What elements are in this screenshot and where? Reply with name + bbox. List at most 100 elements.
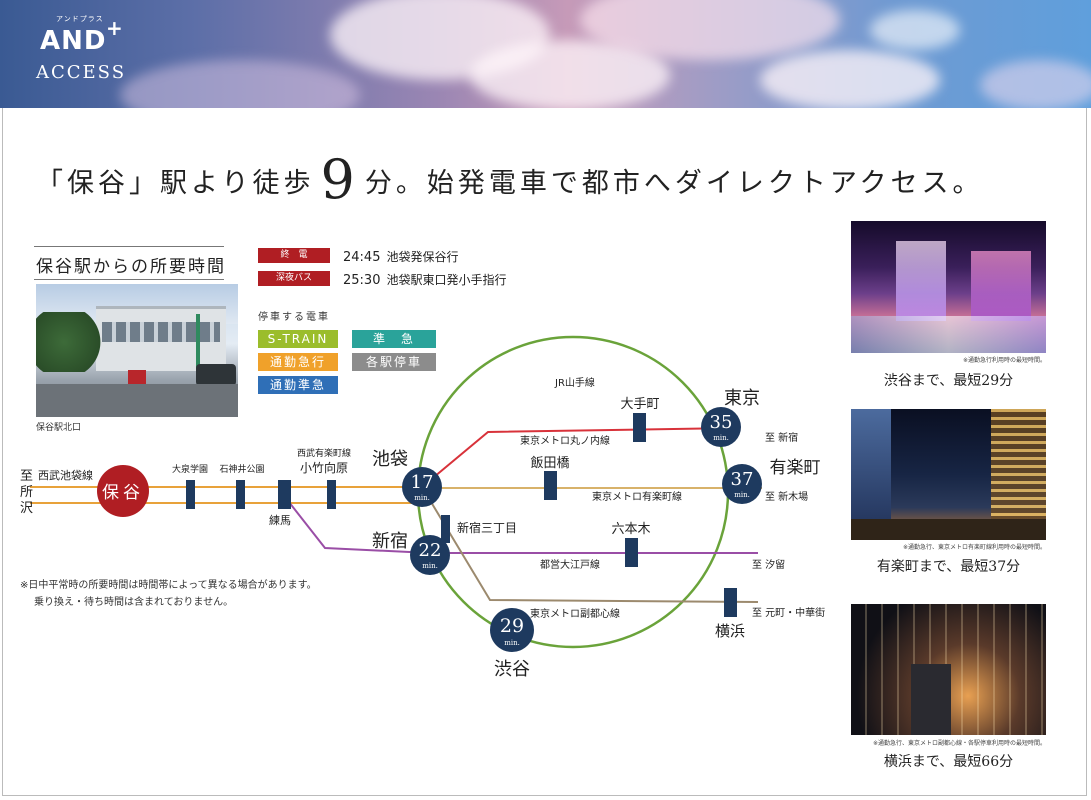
- station-bar-oizumi: [186, 480, 195, 509]
- hub-ikebukuro-circle: [402, 467, 442, 507]
- fukutoshin-dest: 至 元町・中華街: [752, 606, 825, 619]
- hub-tokyo-name: 東京: [724, 388, 760, 409]
- origin-label: 保谷: [102, 483, 144, 503]
- oedo-line: [284, 496, 758, 554]
- station-yokohama: 横浜: [715, 622, 745, 640]
- hub-shibuya: 29 min. 渋谷: [490, 608, 534, 680]
- legend-commuter-semi-express: 通勤準急: [258, 376, 338, 394]
- hub-yurakucho: 37 min. 有楽町: [722, 458, 821, 504]
- hub-ikebukuro: 17 min. 池袋: [372, 449, 442, 507]
- logo-plus: +: [106, 16, 123, 40]
- yokohama-photo: [851, 604, 1046, 735]
- hub-ikebukuro-unit: min.: [414, 494, 430, 502]
- station-bar-shakujii: [236, 480, 245, 509]
- yamanote-label: JR山手線: [554, 376, 595, 389]
- title-rule-top: [34, 246, 224, 247]
- station-bar-shinjuku3: [441, 515, 450, 543]
- shibuya-photo: [851, 221, 1046, 353]
- photo-caption: 保谷駅北口: [36, 423, 82, 433]
- hub-tokyo-circle: [701, 407, 741, 447]
- hub-shinjuku-circle: [410, 535, 450, 575]
- yokohama-caption: 横浜まで、最短66分: [883, 754, 1014, 770]
- hub-tokyo-minutes: 35: [710, 412, 733, 433]
- title-rule-bottom: [34, 279, 224, 280]
- yurakucho-caption: 有楽町まで、最短37分: [876, 559, 1021, 575]
- marunouchi-line: [421, 427, 736, 488]
- station-shakujii: 石神井公園: [219, 463, 264, 475]
- marunouchi-dest: 至 新宿: [765, 431, 798, 444]
- station-photo: [36, 284, 238, 417]
- yurakucho-photo: [851, 409, 1046, 540]
- legend-s-train: S-TRAIN: [258, 330, 338, 348]
- legend-semi-express: 準 急: [352, 330, 436, 348]
- last-train-time: 24:45: [343, 250, 381, 265]
- fukutoshin-line: [421, 486, 759, 603]
- hub-yurakucho-circle: [722, 464, 762, 504]
- kotake-line-label: 西武有楽町線: [297, 447, 351, 459]
- last-train-tag: 終 電: [258, 248, 330, 263]
- station-bar-kotake: [327, 480, 336, 509]
- seibu-line-label: 西武池袋線: [38, 468, 93, 482]
- hub-yurakucho-unit: min.: [734, 491, 750, 499]
- hub-shibuya-minutes: 29: [500, 615, 524, 637]
- hub-yurakucho-minutes: 37: [731, 469, 754, 490]
- shibuya-note: ※通勤急行利用時の最短時間。: [962, 357, 1046, 364]
- oedo-dest: 至 汐留: [752, 558, 785, 571]
- header-banner: アンドプラス AND + ACCESS: [0, 0, 1091, 108]
- yurakucho-note: ※通勤急行、東京メトロ有楽町線利用時の最短時間。: [902, 544, 1046, 551]
- hub-shibuya-name: 渋谷: [494, 659, 530, 680]
- travel-title: 保谷駅からの所要時間: [36, 257, 226, 277]
- hub-ikebukuro-name: 池袋: [372, 449, 408, 470]
- legend-title: 停車する電車: [258, 312, 330, 323]
- yurakucho-dest: 至 新木場: [765, 490, 808, 503]
- hub-shibuya-unit: min.: [504, 639, 520, 647]
- hub-tokyo: 35 min. 東京: [701, 388, 760, 447]
- logo: AND: [40, 26, 107, 56]
- station-bar-otemachi: [633, 413, 646, 442]
- station-bar-nerima: [278, 480, 291, 509]
- shibuya-caption: 渋谷まで、最短29分: [883, 373, 1014, 389]
- hub-shibuya-circle: [490, 608, 534, 652]
- oedo-line-label: 都営大江戸線: [540, 558, 600, 571]
- late-bus-desc: 池袋駅東口発小手指行: [386, 273, 507, 287]
- note-line-1: ※日中平常時の所要時間は時間帯によって異なる場合があります。: [20, 580, 317, 591]
- yurakucho-line-label: 東京メトロ有楽町線: [592, 490, 682, 503]
- logo-ruby: アンドプラス: [56, 15, 104, 23]
- station-otemachi: 大手町: [620, 397, 659, 412]
- hub-tokyo-unit: min.: [713, 434, 729, 442]
- hub-yurakucho-name: 有楽町: [770, 458, 821, 478]
- station-bar-roppongi: [625, 538, 638, 567]
- headline-minutes: 9: [320, 148, 359, 211]
- fukutoshin-line-label: 東京メトロ副都心線: [530, 607, 620, 620]
- late-bus-time: 25:30: [343, 273, 381, 288]
- last-train-desc: 池袋発保谷行: [386, 250, 459, 264]
- origin-circle: [97, 465, 149, 517]
- note-line-2: 乗り換え・待ち時間は含まれておりません。: [34, 597, 234, 608]
- station-oizumi: 大泉学園: [172, 463, 208, 475]
- hub-shinjuku-unit: min.: [422, 562, 438, 570]
- station-bar-iidabashi: [544, 471, 557, 500]
- station-roppongi: 六本木: [611, 522, 650, 537]
- station-kotake: 小竹向原: [300, 460, 348, 475]
- yokohama-note: ※通勤急行、東京メトロ副都心線・各駅停車利用時の最短時間。: [872, 740, 1046, 747]
- dir-left-3: 沢: [20, 501, 33, 516]
- late-bus-tag: 深夜バス: [258, 271, 330, 286]
- legend-commuter-express: 通勤急行: [258, 353, 338, 371]
- station-iidabashi: 飯田橋: [530, 456, 569, 471]
- dir-left-1: 至: [20, 469, 33, 484]
- dir-left-2: 所: [20, 485, 33, 500]
- hub-shinjuku-minutes: 22: [419, 540, 442, 561]
- section-title: ACCESS: [36, 62, 127, 83]
- hub-shinjuku-name: 新宿: [372, 531, 408, 552]
- station-nerima: 練馬: [269, 513, 291, 527]
- hub-ikebukuro-minutes: 17: [411, 472, 434, 493]
- hub-shinjuku: 22 min. 新宿: [372, 531, 450, 575]
- station-bar-yokohama: [724, 588, 737, 617]
- late-bus-info: 25:30 池袋駅東口発小手指行: [343, 271, 506, 288]
- last-train-info: 24:45 池袋発保谷行: [343, 248, 458, 265]
- headline-suffix: 分。始発電車で都市へダイレクトアクセス。: [364, 168, 984, 199]
- legend-local: 各駅停車: [352, 353, 436, 371]
- headline-prefix: 「保谷」駅より徒歩: [36, 168, 315, 199]
